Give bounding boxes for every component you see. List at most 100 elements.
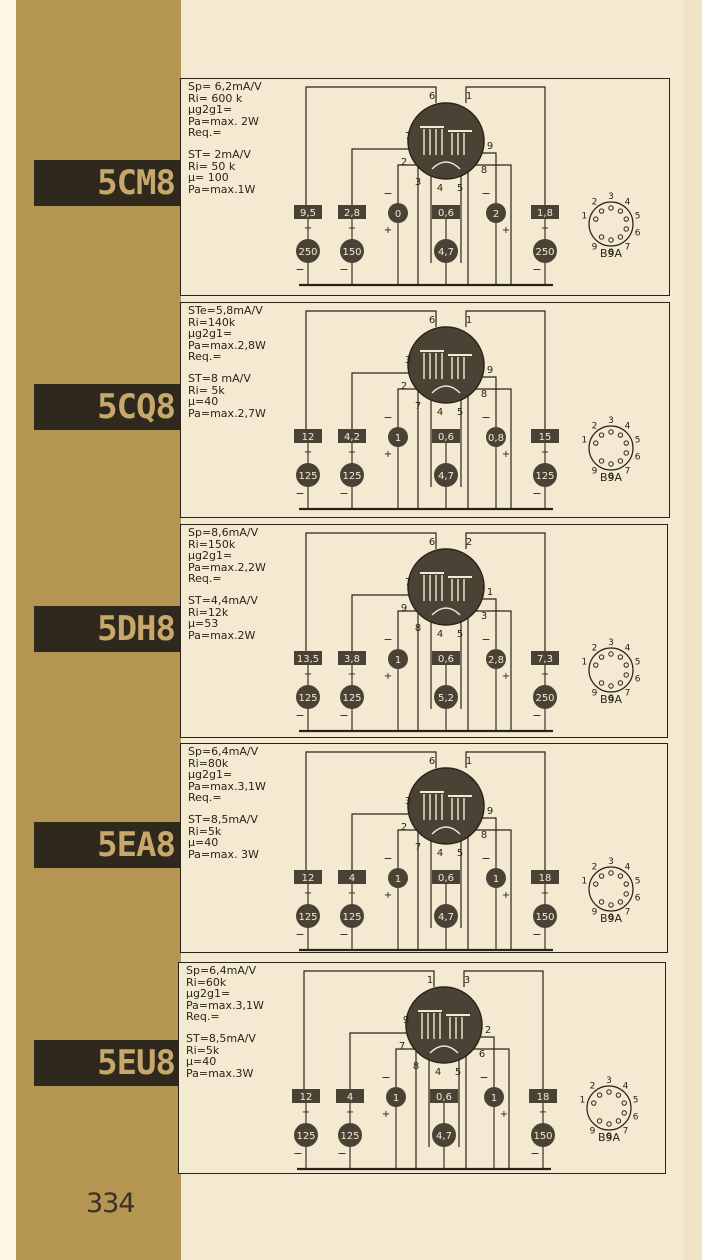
resistor-circle xyxy=(338,1123,362,1147)
base-pin xyxy=(615,1118,622,1124)
wire xyxy=(465,86,546,207)
pin-number: 9 xyxy=(487,365,493,376)
base-outline xyxy=(588,647,634,693)
base-pin xyxy=(598,899,605,905)
base-pin xyxy=(623,450,629,456)
wire xyxy=(397,610,422,653)
spec-line: Pa=max.1W xyxy=(188,182,256,196)
base-pin xyxy=(617,458,624,464)
base-pin xyxy=(596,1092,603,1098)
resistor-circle xyxy=(340,463,364,487)
base-type-label: B9A xyxy=(600,471,623,484)
voltage-value: 0,6 xyxy=(438,873,454,884)
base-pin-number: 2 xyxy=(592,643,598,653)
voltage-circle xyxy=(486,868,506,888)
pin-number: 7 xyxy=(405,577,411,588)
base-pin-number: 7 xyxy=(625,689,631,699)
base-pin-number: 5 xyxy=(635,211,641,221)
page-number: 334 xyxy=(86,1188,136,1219)
pin-number: 2 xyxy=(401,381,407,392)
pin-number: 8 xyxy=(415,623,421,634)
voltage-box xyxy=(432,651,460,665)
spec-line: Ri= 50 k xyxy=(188,159,236,173)
base-pin xyxy=(621,1100,627,1106)
pin-number: 3 xyxy=(405,796,411,807)
spec-line: Sp=8,6mA/V xyxy=(188,526,259,539)
wire xyxy=(305,532,437,653)
resistor-value: 125 xyxy=(298,912,317,923)
base-pin xyxy=(623,891,629,897)
pin-number: 2 xyxy=(401,157,407,168)
base-pin xyxy=(615,1092,622,1098)
voltage-value: 4 xyxy=(347,1092,353,1103)
base-pin-number: 9 xyxy=(592,689,598,699)
voltage-circle xyxy=(484,1087,504,1107)
pin-number: 9 xyxy=(403,1015,409,1026)
base-pin xyxy=(608,683,614,689)
pin-number: 1 xyxy=(466,91,472,102)
base-pin xyxy=(598,432,605,438)
pin-number: 5 xyxy=(457,183,463,194)
resistor-circle xyxy=(296,463,320,487)
spec-line: μ=40 xyxy=(188,836,219,850)
base-outline xyxy=(588,866,634,912)
minus-sign: − xyxy=(295,487,304,500)
base-pin xyxy=(621,1110,627,1116)
pin-number: 6 xyxy=(479,1049,485,1060)
pin-number: 4 xyxy=(437,629,443,640)
resistor-circle xyxy=(340,685,364,709)
voltage-box xyxy=(531,651,559,665)
resistor-circle xyxy=(340,904,364,928)
voltage-box xyxy=(338,651,366,665)
wire xyxy=(463,970,544,1091)
spec-line: Ri=12k xyxy=(188,605,229,619)
base-pin-number: 8 xyxy=(608,913,614,923)
voltage-value: 0,6 xyxy=(438,654,454,665)
base-type-label: B9A xyxy=(600,912,623,925)
resistor-value: 250 xyxy=(535,247,554,258)
minus-sign: − xyxy=(532,263,541,276)
pin-number: 5 xyxy=(457,848,463,859)
base-pin-number: 1 xyxy=(580,1095,586,1105)
plus-sign: + xyxy=(502,225,510,236)
spec-line: Pa=max.3,1W xyxy=(186,998,264,1012)
resistor-circle xyxy=(533,685,557,709)
wire xyxy=(465,751,546,872)
spec-line: Sp= 6,2mA/V xyxy=(188,80,262,93)
tube-envelope xyxy=(405,986,483,1064)
spec-line: Req.= xyxy=(188,791,222,805)
pin-number: 4 xyxy=(437,848,443,859)
tube-label: 5CM8 xyxy=(34,160,181,206)
base-pin xyxy=(598,458,605,464)
tube-label: 5EU8 xyxy=(34,1040,181,1086)
base-pin-number: 8 xyxy=(608,472,614,482)
wire xyxy=(397,388,422,431)
plus-sign: + xyxy=(500,1109,508,1120)
voltage-value: 18 xyxy=(537,1092,550,1103)
minus-sign: − xyxy=(339,487,348,500)
plus-sign: + xyxy=(382,1109,390,1120)
base-pin xyxy=(617,680,624,686)
base-pin-number: 3 xyxy=(608,857,614,867)
voltage-value: 1 xyxy=(491,1093,497,1104)
voltage-box xyxy=(338,429,366,443)
base-pin-number: 7 xyxy=(625,908,631,918)
minus-sign: − xyxy=(479,1071,488,1084)
resistor-value: 250 xyxy=(298,247,317,258)
pin-number: 4 xyxy=(437,183,443,194)
plus-sign: + xyxy=(384,671,392,682)
heater xyxy=(431,385,461,394)
spec-line: ST= 2mA/V xyxy=(188,147,251,161)
spec-line: μg2g1= xyxy=(188,549,233,563)
base-pin-number: 2 xyxy=(590,1081,596,1091)
spec-line: Pa=max. 3W xyxy=(188,847,259,861)
wire xyxy=(351,148,416,207)
base-pin-number: 6 xyxy=(635,453,641,463)
voltage-box xyxy=(531,205,559,219)
plus-sign: + xyxy=(348,447,356,458)
voltage-box xyxy=(294,651,322,665)
